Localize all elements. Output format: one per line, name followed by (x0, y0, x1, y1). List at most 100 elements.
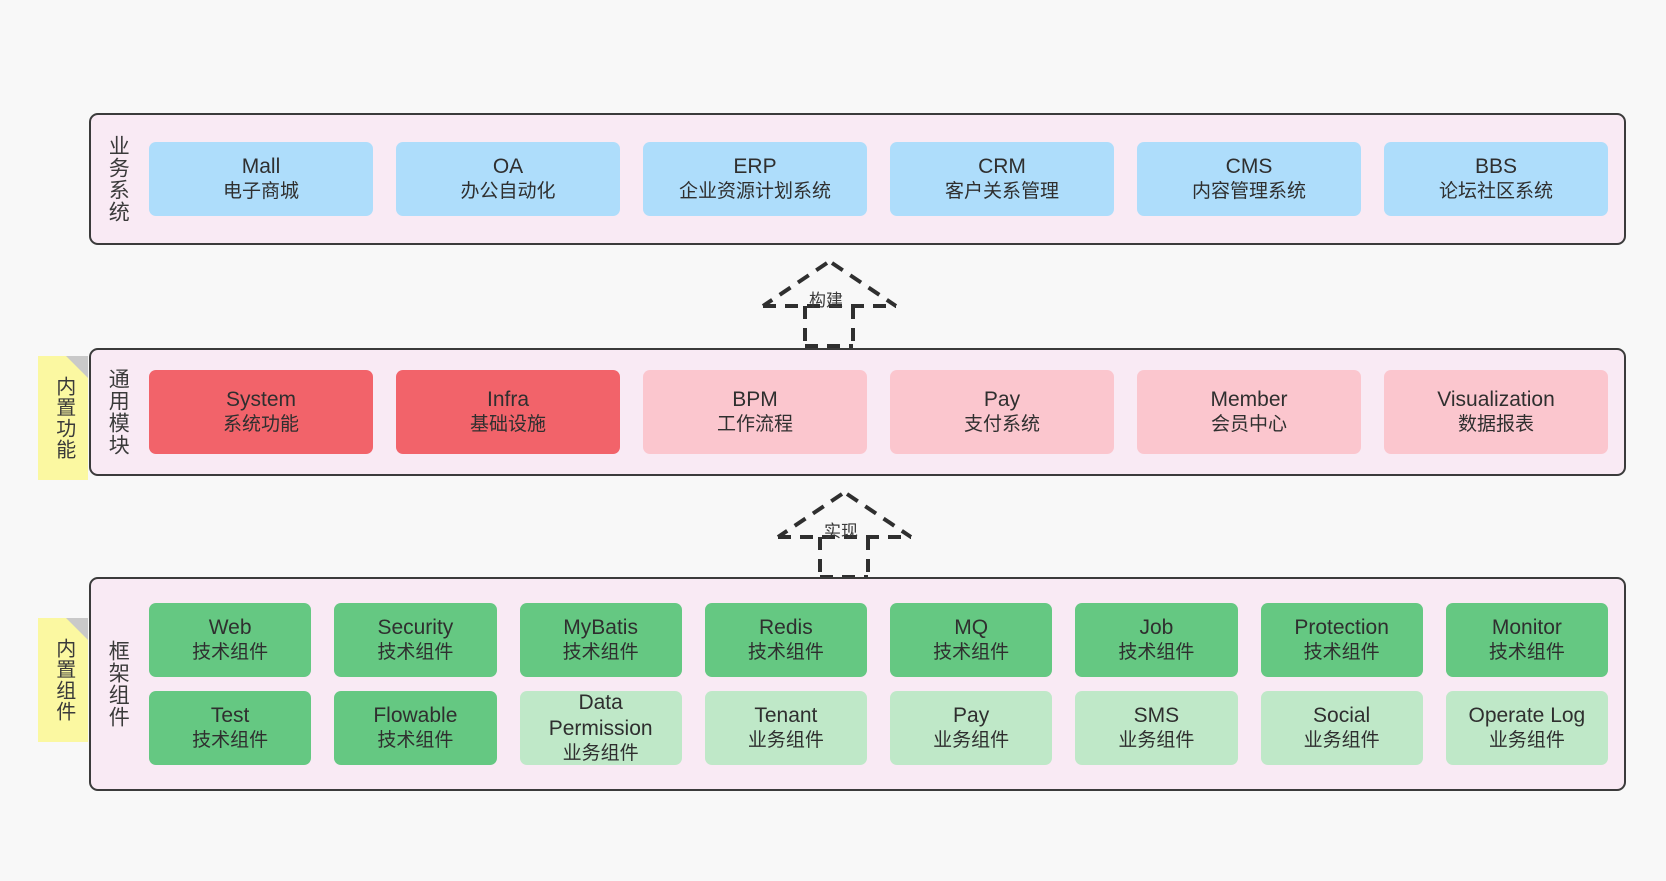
card-title: Flowable (373, 703, 458, 727)
card-subtitle: 技术组件 (1118, 642, 1195, 664)
card-title: CRM (978, 154, 1026, 178)
card-title: Mall (241, 154, 281, 178)
framework-card-pay[interactable]: Pay 业务组件 (890, 691, 1053, 765)
framework-card-redis[interactable]: Redis 技术组件 (704, 603, 867, 677)
framework-card-flowable[interactable]: Flowable 技术组件 (334, 691, 497, 765)
connector-build: 构建 (757, 258, 902, 348)
module-card-bpm[interactable]: BPM 工作流程 (643, 370, 867, 454)
layer-business-system-label: 业务系统 (106, 135, 130, 223)
connector-build-label: 构建 (809, 291, 843, 310)
generalization-arrow-icon (776, 492, 913, 579)
card-title: SMS (1133, 703, 1180, 727)
framework-card-mq[interactable]: MQ 技术组件 (890, 603, 1053, 677)
sticky-note-builtin-features-label: 内置功能 (52, 376, 75, 460)
generalization-arrow-icon (761, 261, 898, 348)
sticky-fold-icon (66, 356, 88, 378)
card-title: CMS (1225, 154, 1273, 178)
card-title: Member (1210, 387, 1288, 411)
card-title: OA (492, 154, 524, 178)
module-card-system[interactable]: System 系统功能 (149, 370, 373, 454)
card-title: Protection (1294, 615, 1389, 639)
card-subtitle: 技术组件 (377, 642, 454, 664)
card-title: BPM (732, 387, 778, 411)
card-title: Test (210, 703, 250, 727)
card-subtitle: 技术组件 (933, 642, 1010, 664)
connector-implement: 实现 (772, 489, 917, 579)
connector-implement-label: 实现 (824, 522, 858, 541)
module-card-infra[interactable]: Infra 基础设施 (396, 370, 620, 454)
card-subtitle: 系统功能 (222, 414, 299, 436)
business-card-crm[interactable]: CRM 客户关系管理 (890, 142, 1114, 216)
framework-card-operate-log[interactable]: Operate Log 业务组件 (1445, 691, 1608, 765)
business-card-bbs[interactable]: BBS 论坛社区系统 (1384, 142, 1608, 216)
card-subtitle: 业务组件 (1303, 730, 1380, 752)
layer-common-modules-label: 通用模块 (106, 368, 130, 456)
card-subtitle: 技术组件 (377, 730, 454, 752)
business-card-mall[interactable]: Mall 电子商城 (149, 142, 373, 216)
card-title: Data Permission (548, 690, 653, 741)
card-subtitle: 电子商城 (222, 181, 299, 203)
framework-card-social[interactable]: Social 业务组件 (1260, 691, 1423, 765)
card-title: Monitor (1491, 615, 1562, 639)
card-subtitle: 企业资源计划系统 (678, 181, 831, 203)
module-card-member[interactable]: Member 会员中心 (1137, 370, 1361, 454)
card-title: Infra (486, 387, 530, 411)
card-subtitle: 业务组件 (1118, 730, 1195, 752)
sticky-note-builtin-components: 内置组件 (38, 618, 88, 742)
layer-framework-components-label: 框架组件 (106, 640, 130, 728)
card-subtitle: 技术组件 (747, 642, 824, 664)
card-title: Operate Log (1468, 703, 1586, 727)
business-card-oa[interactable]: OA 办公自动化 (396, 142, 620, 216)
card-subtitle: 业务组件 (562, 743, 639, 765)
sticky-note-builtin-components-label: 内置组件 (52, 638, 75, 722)
card-subtitle: 业务组件 (933, 730, 1010, 752)
card-title: Visualization (1437, 387, 1555, 411)
card-title: Social (1313, 703, 1371, 727)
card-title: Security (377, 615, 454, 639)
card-title: MyBatis (563, 615, 638, 639)
card-title: Pay (953, 703, 990, 727)
card-title: Tenant (754, 703, 818, 727)
card-title: Redis (759, 615, 813, 639)
card-subtitle: 工作流程 (716, 414, 793, 436)
framework-card-protection[interactable]: Protection 技术组件 (1260, 603, 1423, 677)
card-subtitle: 技术组件 (1303, 642, 1380, 664)
card-subtitle: 会员中心 (1210, 414, 1287, 436)
card-subtitle: 技术组件 (192, 642, 269, 664)
card-title: ERP (733, 154, 777, 178)
card-subtitle: 论坛社区系统 (1438, 181, 1553, 203)
framework-card-job[interactable]: Job 技术组件 (1075, 603, 1238, 677)
card-title: MQ (954, 615, 989, 639)
sticky-fold-icon (66, 618, 88, 640)
card-subtitle: 客户关系管理 (944, 181, 1059, 203)
framework-card-security[interactable]: Security 技术组件 (334, 603, 497, 677)
card-subtitle: 支付系统 (963, 414, 1040, 436)
card-title: System (225, 387, 296, 411)
card-title: BBS (1474, 154, 1518, 178)
sticky-note-builtin-features: 内置功能 (38, 356, 88, 480)
framework-card-sms[interactable]: SMS 业务组件 (1075, 691, 1238, 765)
card-title: Job (1139, 615, 1174, 639)
card-subtitle: 业务组件 (1488, 730, 1565, 752)
card-subtitle: 办公自动化 (460, 181, 556, 203)
framework-card-mybatis[interactable]: MyBatis 技术组件 (519, 603, 682, 677)
business-card-erp[interactable]: ERP 企业资源计划系统 (643, 142, 867, 216)
card-subtitle: 基础设施 (469, 414, 546, 436)
card-subtitle: 技术组件 (562, 642, 639, 664)
